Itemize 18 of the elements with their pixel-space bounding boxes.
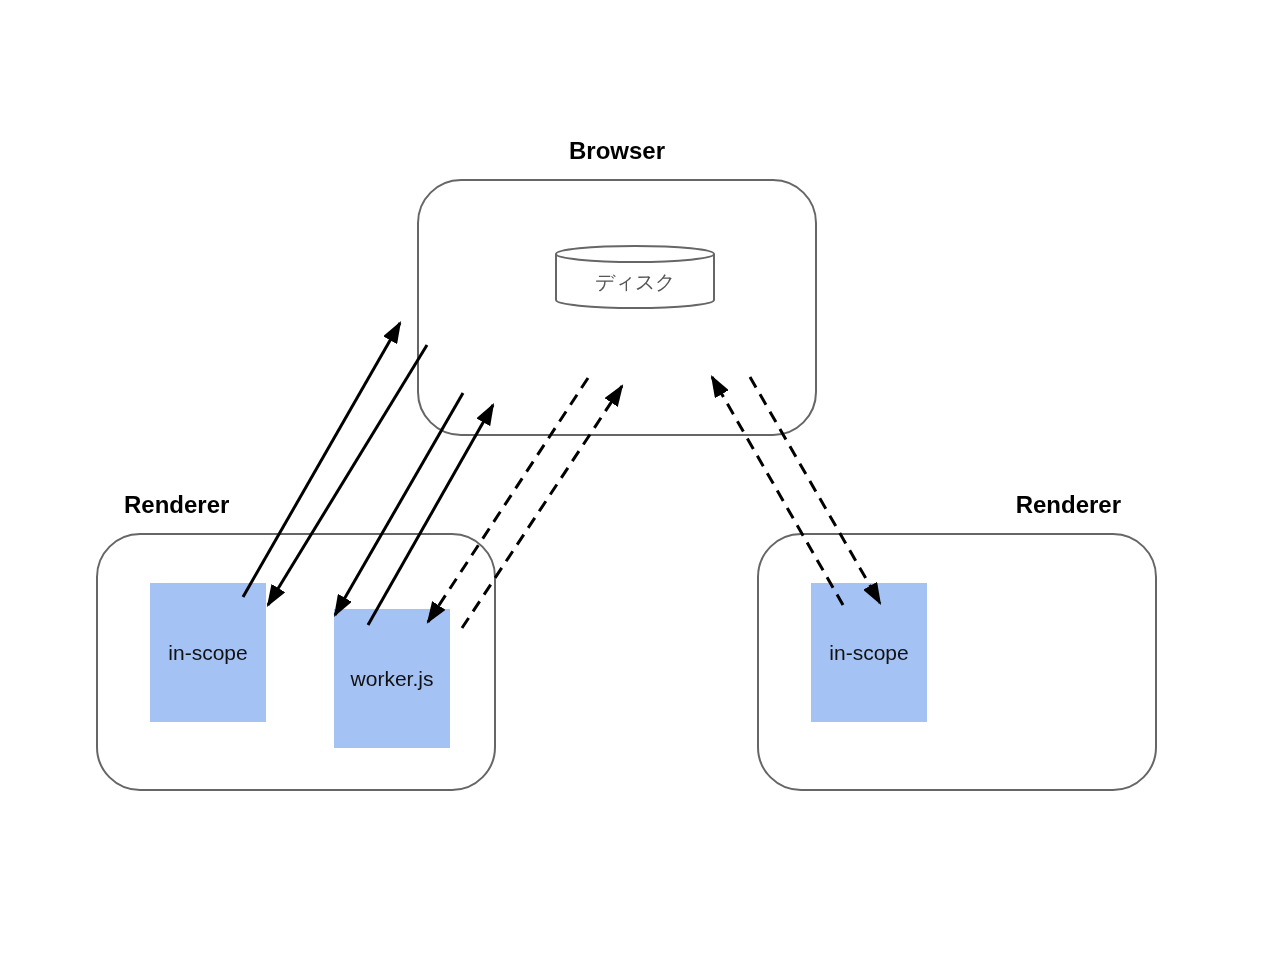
arrow: [748, 376, 882, 605]
disk-label: ディスク: [595, 268, 675, 296]
arrow: [241, 321, 402, 598]
component-block: [811, 583, 927, 722]
arrow: [710, 375, 845, 606]
arrow: [333, 392, 465, 617]
group-title: Browser: [569, 137, 665, 165]
component-block: [150, 583, 266, 722]
block-label: in-scope: [168, 640, 248, 665]
arrow: [426, 377, 590, 624]
arrow: [266, 344, 429, 607]
block-label: in-scope: [829, 640, 909, 665]
group-title: Renderer: [124, 491, 230, 519]
block-label: worker.js: [350, 666, 434, 691]
arrow: [460, 384, 624, 629]
arrow: [366, 403, 495, 626]
component-block: [334, 609, 450, 748]
group-title: Renderer: [1015, 491, 1121, 519]
